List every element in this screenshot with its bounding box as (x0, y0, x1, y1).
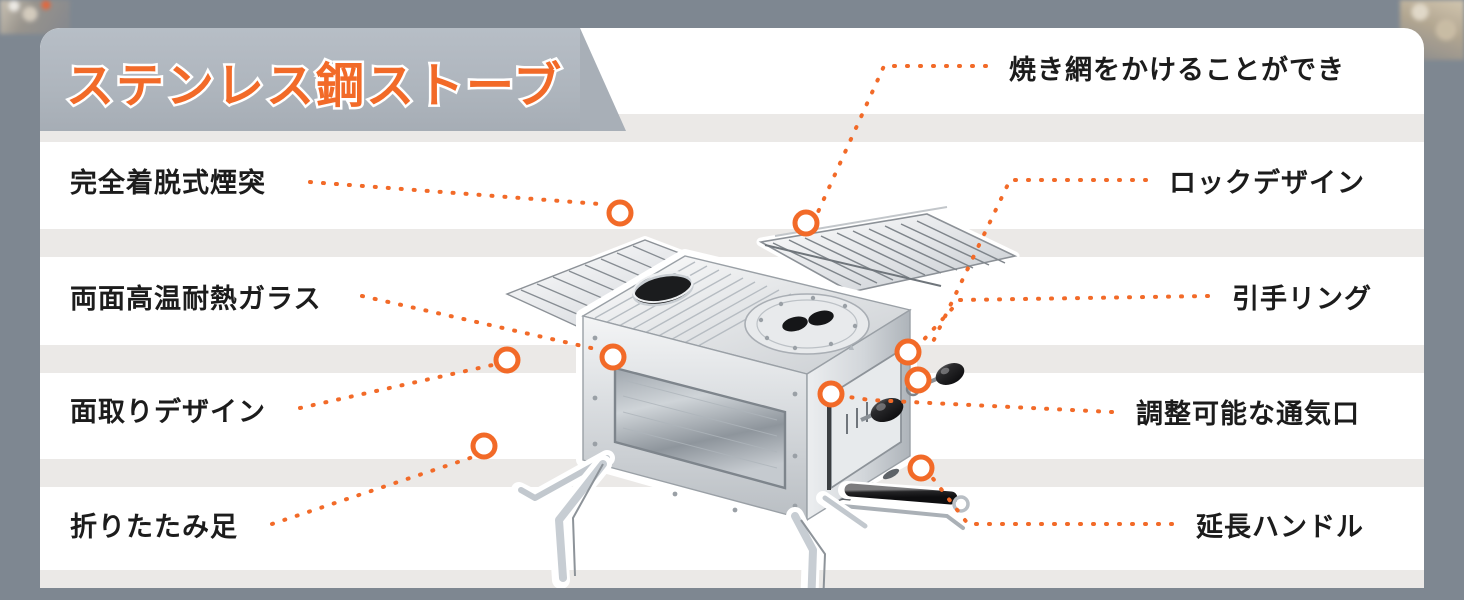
content-card: ステンレス鋼ストーブ (40, 28, 1424, 588)
stove-svg: ▲ (503, 206, 1020, 588)
page-title: ステンレス鋼ストーブ (63, 58, 564, 116)
stove-body: ▲ (576, 249, 965, 527)
background-stripe-1 (40, 229, 1424, 257)
background-stripe-4 (40, 570, 1424, 588)
title-banner: ステンレス鋼ストーブ (40, 28, 626, 131)
folding-legs (511, 450, 874, 588)
product-illustration: ▲ (495, 198, 1035, 588)
svg-text:▲: ▲ (847, 342, 857, 352)
